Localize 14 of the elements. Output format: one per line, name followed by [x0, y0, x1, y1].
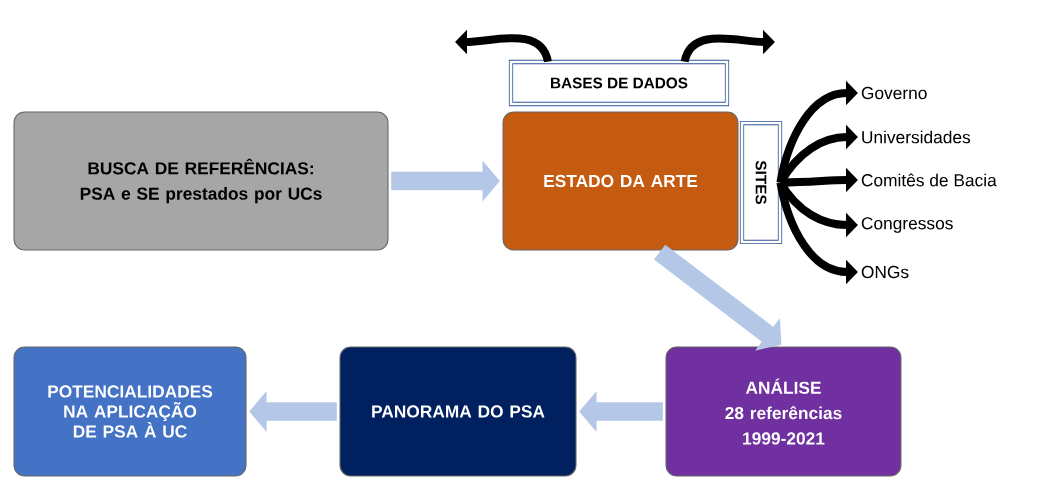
process-box: ESTADO DA ARTE: [502, 111, 739, 251]
process-box: ANÁLISE 28 referências 1999-2021: [665, 346, 902, 477]
node-label: Governo: [861, 86, 927, 100]
node-label: Congressos: [861, 217, 953, 233]
process-box: PANORAMA DO PSA: [339, 346, 577, 477]
process-box: POTENCIALIDADES NA APLICAÇÃO DE PSA À UC: [13, 346, 247, 477]
node-label: ONGs: [861, 265, 909, 279]
node-label: Comitês de Bacia: [861, 173, 997, 187]
curved-arrow: [776, 80, 858, 184]
process-box: BUSCA DE REFERÊNCIAS: PSA e SE prestados por UCs: [13, 111, 389, 251]
label-box: SITES: [739, 120, 783, 245]
label-box: BASES DE DADOS: [508, 59, 730, 107]
curved-arrow: [777, 124, 858, 185]
node-label: Universidades: [862, 130, 971, 144]
